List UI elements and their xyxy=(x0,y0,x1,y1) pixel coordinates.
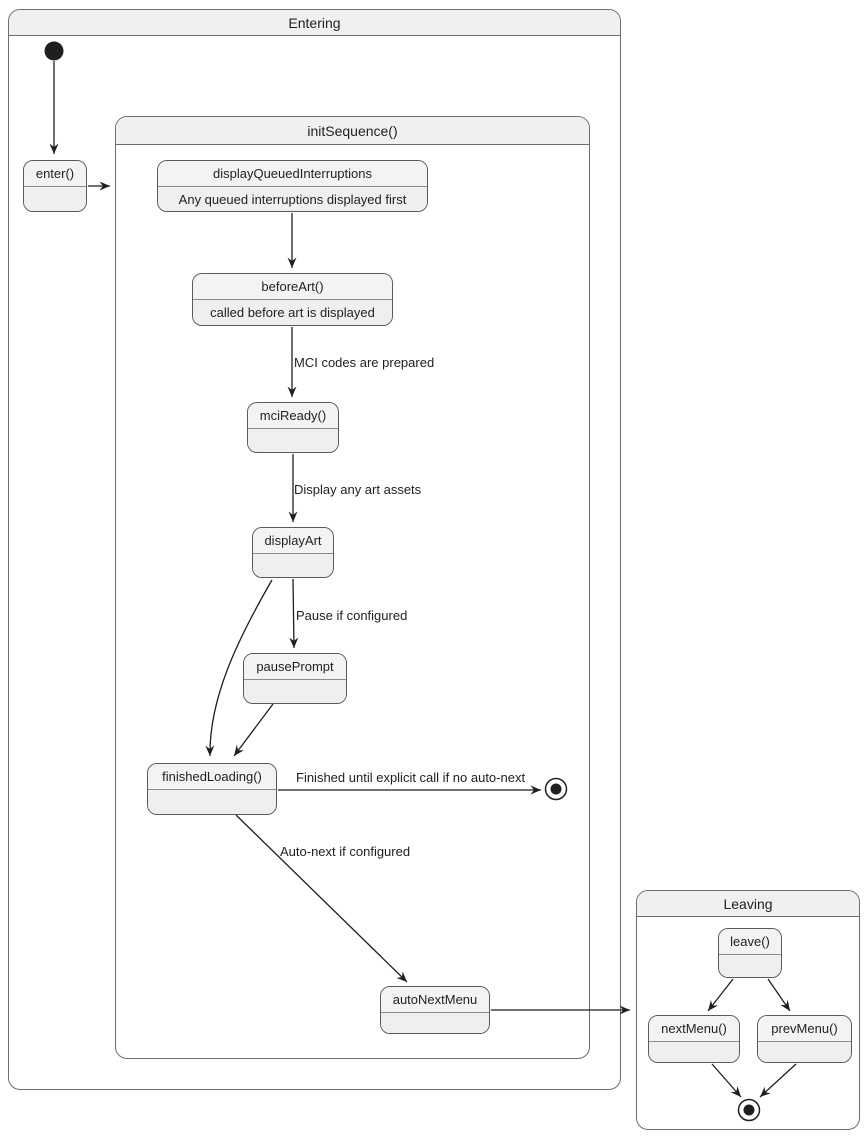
state-before-art-title: beforeArt() xyxy=(193,274,392,300)
state-auto-next-menu: autoNextMenu xyxy=(380,986,490,1034)
state-next-menu-body xyxy=(649,1042,739,1062)
edge-label-pause-if-configured: Pause if configured xyxy=(296,608,408,623)
state-enter-body xyxy=(24,187,86,211)
state-mci-ready-title: mciReady() xyxy=(248,403,338,429)
state-leave: leave() xyxy=(718,928,782,978)
state-auto-next-menu-title: autoNextMenu xyxy=(381,987,489,1013)
container-leaving-title: Leaving xyxy=(637,891,859,917)
state-prev-menu-title: prevMenu() xyxy=(758,1016,851,1042)
state-leave-title: leave() xyxy=(719,929,781,955)
state-display-art-body xyxy=(253,554,333,577)
state-display-queued-interruptions-body: Any queued interruptions displayed first xyxy=(158,187,427,211)
container-init-sequence-title: initSequence() xyxy=(116,117,589,145)
state-next-menu-title: nextMenu() xyxy=(649,1016,739,1042)
edge-label-auto-next: Auto-next if configured xyxy=(280,844,411,859)
edge-label-mci-codes: MCI codes are prepared xyxy=(294,355,435,370)
state-prev-menu-body xyxy=(758,1042,851,1062)
container-entering-title: Entering xyxy=(9,10,620,36)
state-enter-title: enter() xyxy=(24,161,86,187)
state-finished-loading-body xyxy=(148,790,276,814)
state-display-queued-interruptions: displayQueuedInterruptions Any queued in… xyxy=(157,160,428,212)
container-leaving: Leaving xyxy=(636,890,860,1130)
state-display-art: displayArt xyxy=(252,527,334,578)
edge-label-display-assets: Display any art assets xyxy=(294,482,422,497)
state-pause-prompt-title: pausePrompt xyxy=(244,654,346,680)
state-finished-loading-title: finishedLoading() xyxy=(148,764,276,790)
state-prev-menu: prevMenu() xyxy=(757,1015,852,1063)
state-mci-ready-body xyxy=(248,429,338,452)
state-next-menu: nextMenu() xyxy=(648,1015,740,1063)
state-pause-prompt: pausePrompt xyxy=(243,653,347,704)
edge-label-finished-until: Finished until explicit call if no auto-… xyxy=(296,770,526,785)
state-before-art: beforeArt() called before art is display… xyxy=(192,273,393,326)
state-pause-prompt-body xyxy=(244,680,346,703)
state-enter: enter() xyxy=(23,160,87,212)
state-before-art-body: called before art is displayed xyxy=(193,300,392,325)
container-init-sequence: initSequence() xyxy=(115,116,590,1059)
state-display-queued-interruptions-title: displayQueuedInterruptions xyxy=(158,161,427,187)
state-auto-next-menu-body xyxy=(381,1013,489,1033)
state-display-art-title: displayArt xyxy=(253,528,333,554)
state-leave-body xyxy=(719,955,781,977)
state-finished-loading: finishedLoading() xyxy=(147,763,277,815)
state-mci-ready: mciReady() xyxy=(247,402,339,453)
